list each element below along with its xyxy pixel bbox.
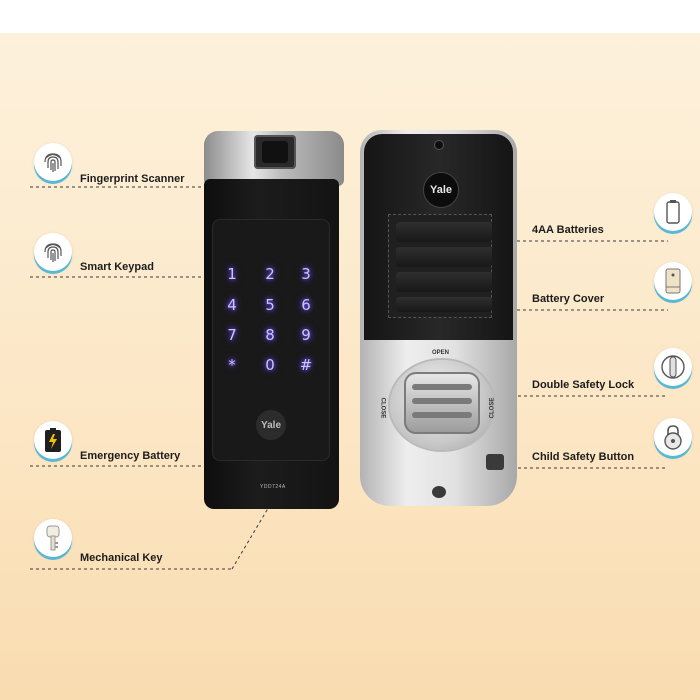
- aa-battery: [396, 272, 492, 292]
- key-7[interactable]: 7: [227, 326, 237, 344]
- aa-battery: [396, 297, 492, 312]
- key-8[interactable]: 8: [265, 326, 275, 344]
- feature-label-child-safety-button: Child Safety Button: [532, 451, 635, 463]
- padlock-icon: [654, 418, 692, 456]
- feature-label-mechanical-key: Mechanical Key: [80, 552, 163, 564]
- key-2[interactable]: 2: [265, 265, 275, 283]
- battery-icon: [34, 421, 72, 459]
- feature-label-4aa-batteries: 4AA Batteries: [532, 224, 604, 236]
- child-safety-button[interactable]: [486, 454, 504, 470]
- close-label-left: CLOSE: [379, 397, 386, 419]
- lock-knob-icon: [654, 348, 692, 386]
- bottom-release-button[interactable]: [432, 486, 446, 498]
- keypad-fingerprint-icon: [34, 233, 72, 271]
- key-star[interactable]: *: [228, 356, 236, 374]
- feature-label-battery-cover: Battery Cover: [532, 293, 605, 305]
- knob-grip: [412, 398, 472, 404]
- battery-outline-icon: [654, 193, 692, 231]
- key-9[interactable]: 9: [301, 326, 311, 344]
- front-model-number: YDD724A: [260, 484, 286, 490]
- knob-grip: [412, 412, 472, 418]
- key-4[interactable]: 4: [227, 296, 237, 314]
- key-3[interactable]: 3: [301, 265, 311, 283]
- key-1[interactable]: 1: [227, 265, 237, 283]
- feature-label-double-safety-lock: Double Safety Lock: [532, 379, 635, 391]
- feature-label-emergency-battery: Emergency Battery: [80, 450, 181, 462]
- product-canvas: [0, 33, 700, 700]
- back-brand-logo: Yale: [423, 172, 459, 208]
- key-5[interactable]: 5: [265, 296, 275, 314]
- front-lock: [204, 131, 344, 509]
- key-icon: [34, 519, 72, 557]
- key-hash[interactable]: #: [299, 356, 313, 374]
- close-label-right: CLOSE: [489, 397, 496, 419]
- feature-label-keypad: Smart Keypad: [80, 261, 154, 273]
- aa-battery: [396, 247, 492, 267]
- feature-label-fingerprint: Fingerprint Scanner: [80, 173, 185, 185]
- back-sensor-dot: [434, 140, 444, 150]
- fingerprint-sensor-pad: [262, 141, 288, 163]
- fingerprint-icon: [34, 143, 72, 181]
- front-brand-logo: Yale: [256, 410, 286, 440]
- open-label: OPEN: [432, 350, 450, 356]
- key-6[interactable]: 6: [301, 296, 311, 314]
- key-0[interactable]: 0: [265, 356, 275, 374]
- battery-cover-icon: [654, 262, 692, 300]
- aa-battery: [396, 222, 492, 242]
- knob-grip: [412, 384, 472, 390]
